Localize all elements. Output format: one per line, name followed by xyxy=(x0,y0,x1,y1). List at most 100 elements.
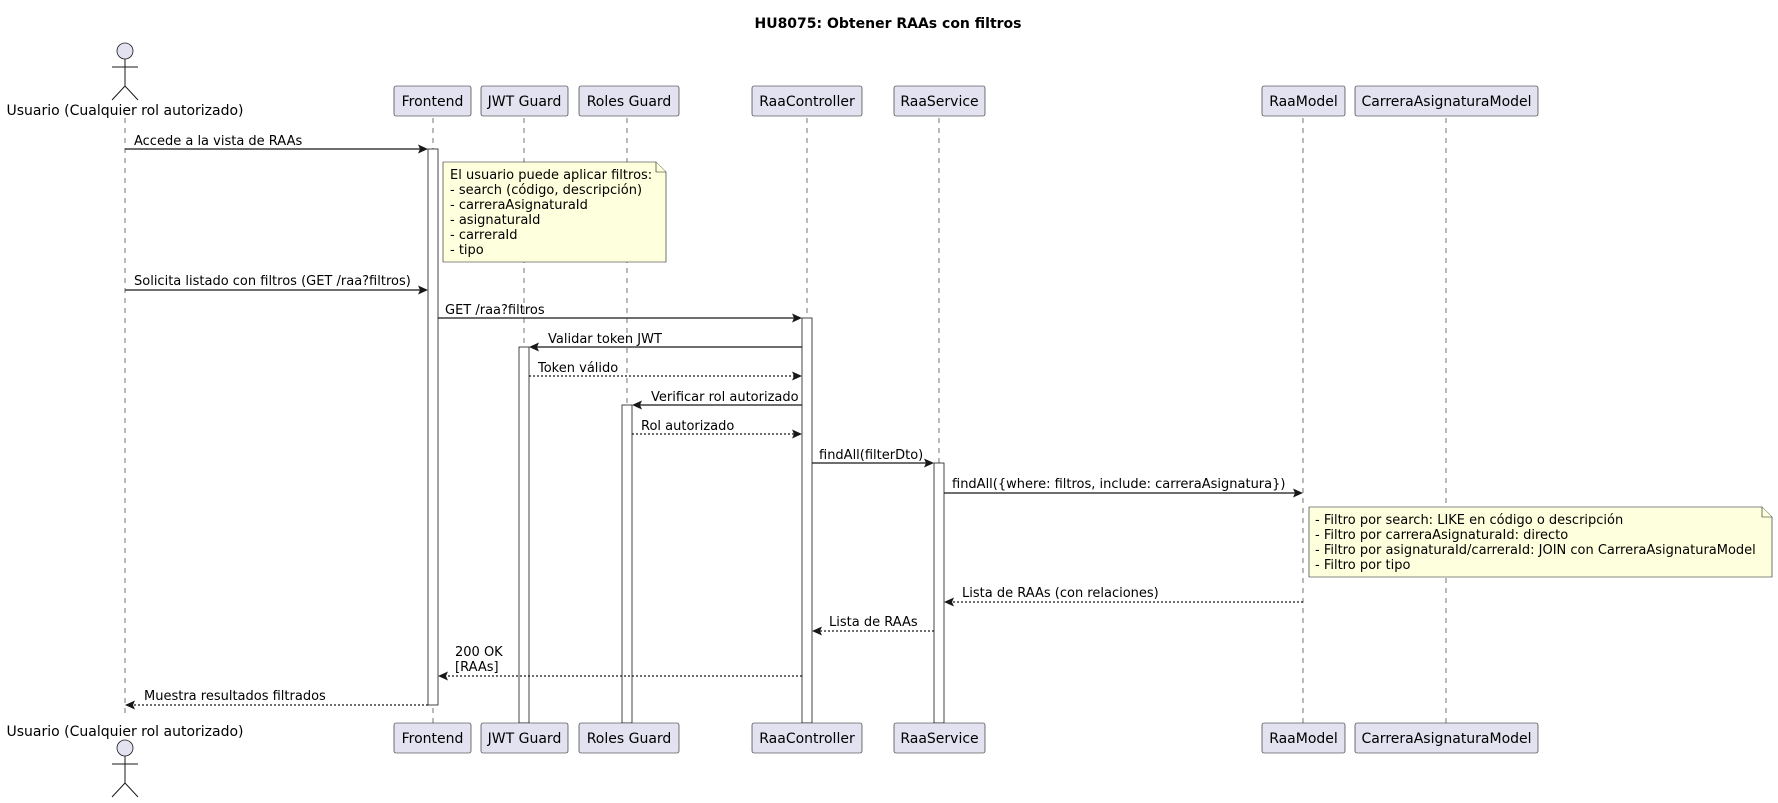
note-fold xyxy=(655,162,666,173)
message-label: Rol autorizado xyxy=(641,419,734,434)
participant-box xyxy=(1354,85,1539,117)
note-line: - Filtro por tipo xyxy=(1315,558,1410,573)
participant-label: CarreraAsignaturaModel xyxy=(1361,94,1531,110)
participant-box xyxy=(480,722,569,754)
message-label: Validar token JWT xyxy=(548,332,662,347)
participant-label: Frontend xyxy=(402,94,464,110)
diagram-title: HU8075: Obtener RAAs con filtros xyxy=(754,16,1021,32)
participant-service-bottom: RaaService xyxy=(893,722,986,754)
message-arrowhead xyxy=(438,671,448,681)
participant-box xyxy=(751,722,863,754)
participant-label: Usuario (Cualquier rol autorizado) xyxy=(6,103,243,119)
participants-bottom: Usuario (Cualquier rol autorizado) Front… xyxy=(6,722,1539,798)
message-label-line: [RAAs] xyxy=(455,660,499,675)
message: GET /raa?filtros xyxy=(438,303,802,323)
actor-legs xyxy=(111,85,139,101)
participant-box xyxy=(893,85,986,117)
participant-controller-top: RaaController xyxy=(751,85,863,117)
participant-label: Frontend xyxy=(402,731,464,747)
note-line: - carreraId xyxy=(450,228,518,243)
message-arrowhead xyxy=(529,342,539,352)
message-label: Accede a la vista de RAAs xyxy=(134,134,302,149)
lifelines xyxy=(124,118,1447,723)
message: Validar token JWT xyxy=(529,332,802,352)
message: Rol autorizado xyxy=(632,419,802,439)
participant-label: RaaService xyxy=(900,94,978,110)
message-arrowhead xyxy=(125,700,135,710)
note-filtros-modelo: - Filtro por search: LIKE en código o de… xyxy=(1308,506,1773,578)
actor-head xyxy=(116,42,134,60)
message-arrowhead xyxy=(792,371,802,381)
message-label: Token válido xyxy=(537,361,618,376)
participant-box xyxy=(1261,85,1346,117)
message: Muestra resultados filtrados xyxy=(125,689,428,710)
note-text: - Filtro por search: LIKE en código o de… xyxy=(1315,513,1760,573)
participant-jwt-bottom: JWT Guard xyxy=(480,722,569,754)
message-label: Muestra resultados filtrados xyxy=(144,689,326,704)
message-arrowhead xyxy=(924,458,934,468)
participant-label: CarreraAsignaturaModel xyxy=(1361,731,1531,747)
participant-box xyxy=(751,85,863,117)
message-arrowhead xyxy=(1293,488,1303,498)
message-arrowhead xyxy=(944,597,954,607)
participant-label: JWT Guard xyxy=(487,94,562,110)
note-line: - Filtro por carreraAsignaturaId: direct… xyxy=(1315,528,1568,543)
participant-carrera-bottom: CarreraAsignaturaModel xyxy=(1354,722,1539,754)
participant-label: JWT Guard xyxy=(487,731,562,747)
message-label: findAll(filterDto) xyxy=(819,448,923,463)
message-label: 200 OK [RAAs] xyxy=(455,645,507,675)
participant-label: RaaModel xyxy=(1269,94,1338,110)
message: Accede a la vista de RAAs xyxy=(125,134,428,154)
activation-controller xyxy=(801,317,813,724)
actor-legs xyxy=(111,782,139,798)
message: Solicita listado con filtros (GET /raa?f… xyxy=(125,274,428,295)
participant-frontend-bottom: Frontend xyxy=(393,722,472,754)
activation-service xyxy=(933,462,945,724)
participant-box xyxy=(893,722,986,754)
participant-box xyxy=(578,85,680,117)
message-arrowhead xyxy=(632,400,642,410)
participant-label: RaaController xyxy=(759,94,855,110)
note-line: - Filtro por search: LIKE en código o de… xyxy=(1315,513,1623,528)
participant-frontend-top: Frontend xyxy=(393,85,472,117)
participant-controller-bottom: RaaController xyxy=(751,722,863,754)
note-line: - tipo xyxy=(450,243,484,258)
actor-usuario-bottom: Usuario (Cualquier rol autorizado) xyxy=(6,724,244,798)
participant-box xyxy=(578,722,680,754)
message-arrowhead xyxy=(792,313,802,323)
message-arrowhead xyxy=(418,285,428,295)
message: Verificar rol autorizado xyxy=(632,390,802,410)
message-label: Lista de RAAs xyxy=(829,615,918,630)
participant-jwt-top: JWT Guard xyxy=(480,85,569,117)
message-arrowhead xyxy=(418,144,428,154)
participant-roles-top: Roles Guard xyxy=(578,85,680,117)
message-label: findAll({where: filtros, include: carrer… xyxy=(952,477,1285,492)
participant-box xyxy=(1261,722,1346,754)
participant-box xyxy=(393,722,472,754)
message-arrowhead xyxy=(812,626,822,636)
participant-label: RaaController xyxy=(759,731,855,747)
message: Lista de RAAs xyxy=(812,615,934,636)
participant-label: Roles Guard xyxy=(587,731,672,747)
participant-label: RaaService xyxy=(900,731,978,747)
note-shape xyxy=(1308,506,1773,578)
message: 200 OK [RAAs] xyxy=(438,645,802,681)
note-line: - Filtro por asignaturaId/carreraId: JOI… xyxy=(1315,543,1756,558)
participant-carrera-top: CarreraAsignaturaModel xyxy=(1354,85,1539,117)
participant-box xyxy=(1354,722,1539,754)
activation-frontend xyxy=(427,148,439,706)
actor-usuario-top: Usuario (Cualquier rol autorizado) xyxy=(6,42,244,119)
participant-service-top: RaaService xyxy=(893,85,986,117)
activation-roles xyxy=(621,404,633,724)
note-line: El usuario puede aplicar filtros: xyxy=(450,168,652,183)
messages: Accede a la vista de RAAs Solicita lista… xyxy=(125,134,1303,710)
note-line: - asignaturaId xyxy=(450,213,540,228)
note-line: - search (código, descripción) xyxy=(450,183,642,198)
participants-top: Usuario (Cualquier rol autorizado) Front… xyxy=(6,42,1539,119)
actor-head xyxy=(116,739,134,757)
note-filtros: El usuario puede aplicar filtros: - sear… xyxy=(442,161,667,263)
participant-box xyxy=(393,85,472,117)
message-label: Lista de RAAs (con relaciones) xyxy=(962,586,1159,601)
message: findAll(filterDto) xyxy=(812,448,934,468)
